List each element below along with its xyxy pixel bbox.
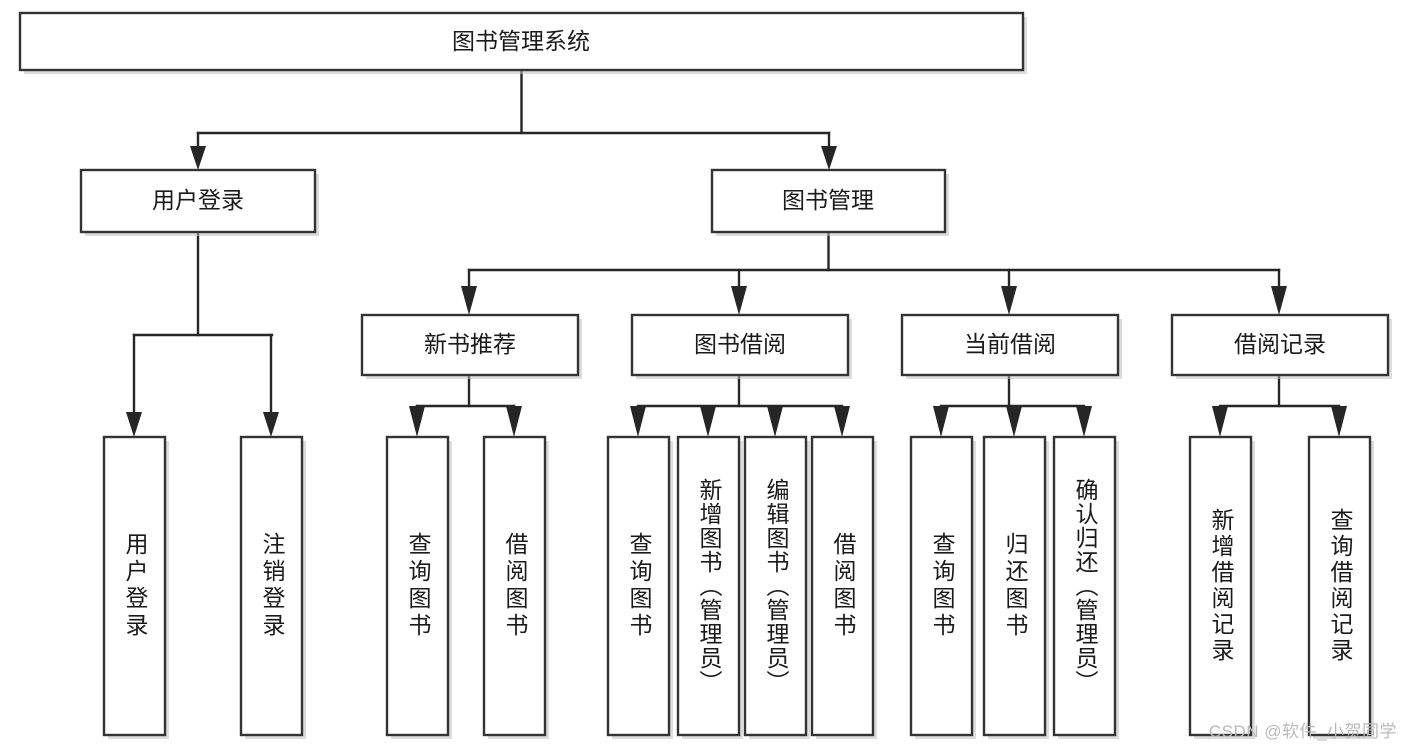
arrow-to-leaf-edit-book [767, 406, 783, 437]
leaf-box-group [102, 435, 1374, 739]
borrow-record-box[interactable] [1170, 313, 1390, 377]
arrow-to-leaf-add-book [700, 406, 716, 437]
borrow-record-label: 借阅记录 [1234, 331, 1326, 357]
user-login-box[interactable] [79, 168, 317, 234]
arrow-to-leaf-query-book-3 [933, 406, 949, 437]
root-label: 图书管理系统 [452, 28, 590, 54]
new-book-recommend-label: 新书推荐 [424, 331, 516, 357]
book-manage-label: 图书管理 [782, 187, 874, 213]
arrow-to-leaf-borrow-book-2 [834, 406, 850, 437]
watermark-text: CSDN @软件_小贺同学 [1208, 722, 1397, 741]
root-box[interactable] [18, 11, 1025, 72]
current-borrow-box[interactable] [900, 313, 1120, 377]
node-user-login[interactable]: 用户登录 [79, 168, 319, 236]
leaf-user-logout-box[interactable] [239, 435, 304, 737]
arrow-to-borrow-record [1271, 286, 1287, 315]
arrow-to-book-borrow [731, 286, 747, 315]
arrow-to-new-book-recommend [461, 286, 477, 315]
arrow-to-leaf-borrow-book-1 [506, 406, 522, 437]
arrow-to-current-borrow [1001, 286, 1017, 315]
arrow-to-leaf-user-login [126, 412, 142, 437]
connector-group [126, 68, 1347, 437]
arrow-to-leaf-confirm-return [1076, 406, 1092, 437]
book-manage-box[interactable] [710, 168, 947, 234]
leaf-query-record-box[interactable] [1307, 435, 1372, 737]
arrow-to-leaf-query-record [1331, 406, 1347, 437]
leaf-add-record-box[interactable] [1188, 435, 1253, 737]
leaf-user-login-box[interactable] [102, 435, 167, 737]
new-book-recommend-box[interactable] [360, 313, 580, 377]
node-book-manage[interactable]: 图书管理 [710, 168, 949, 236]
arrow-to-leaf-return-book [1006, 406, 1022, 437]
leaf-query-book-3-box[interactable] [909, 435, 974, 737]
node-root[interactable]: 图书管理系统 [18, 11, 1027, 74]
arrow-to-leaf-query-book-2 [630, 406, 646, 437]
leaf-query-book-1-box[interactable] [385, 435, 450, 737]
leaf-edit-book-box[interactable] [743, 435, 808, 737]
arrow-root-to-book-manage [821, 146, 837, 170]
leaf-borrow-book-2-box[interactable] [810, 435, 875, 737]
leaf-query-book-2-box[interactable] [606, 435, 671, 737]
leaf-confirm-return-box[interactable] [1052, 435, 1117, 737]
book-borrow-box[interactable] [630, 313, 850, 377]
leaf-return-book-box[interactable] [982, 435, 1047, 737]
node-current-borrow[interactable]: 当前借阅 [900, 313, 1122, 379]
arrow-to-leaf-query-book-1 [409, 406, 425, 437]
arrow-to-leaf-add-record [1212, 406, 1228, 437]
current-borrow-label: 当前借阅 [964, 331, 1056, 357]
node-borrow-record[interactable]: 借阅记录 [1170, 313, 1392, 379]
node-book-borrow[interactable]: 图书借阅 [630, 313, 852, 379]
node-new-book-recommend[interactable]: 新书推荐 [360, 313, 582, 379]
leaf-add-book-box[interactable] [676, 435, 741, 737]
arrow-root-to-user-login [190, 146, 206, 170]
user-login-label: 用户登录 [152, 187, 244, 213]
leaf-borrow-book-1-box[interactable] [482, 435, 547, 737]
arrow-to-leaf-user-logout [263, 412, 279, 437]
book-borrow-label: 图书借阅 [694, 331, 786, 357]
